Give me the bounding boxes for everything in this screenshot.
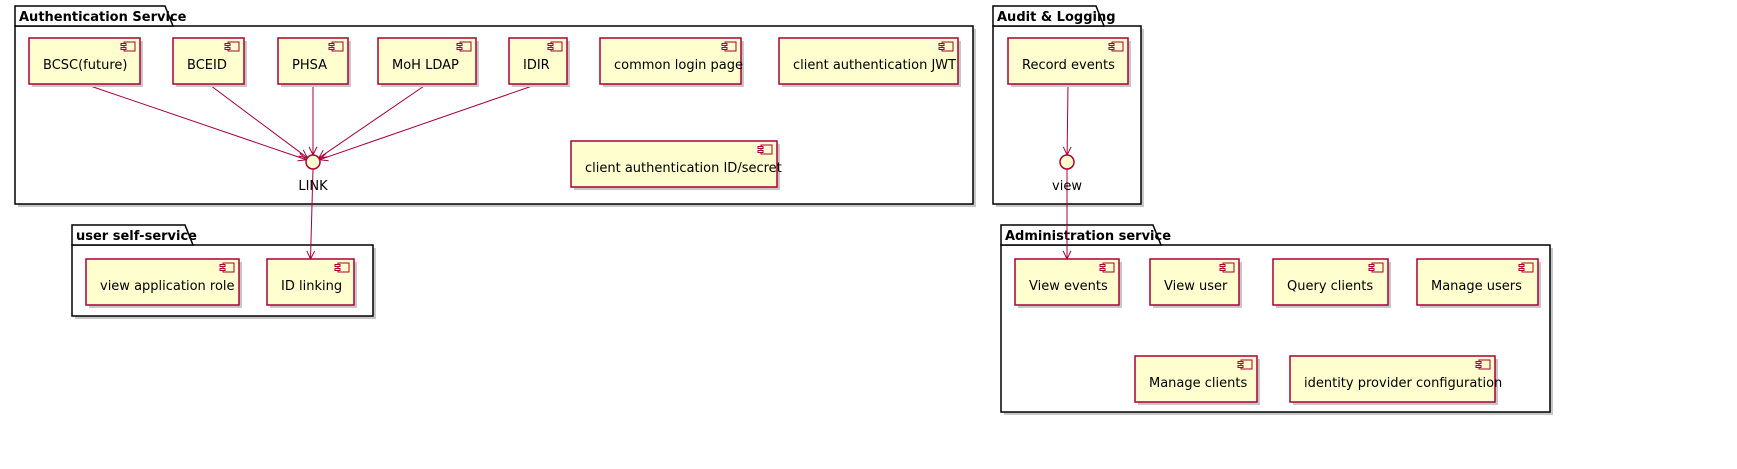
package-title: user self-service (76, 229, 197, 244)
component-phsa[interactable]: PHSA (277, 37, 351, 87)
package-audit: Audit & Logging (992, 5, 1144, 207)
component-label: client authentication ID/secret (585, 161, 782, 176)
component-icon (721, 41, 737, 52)
component-label: Query clients (1287, 279, 1373, 294)
component-label: View events (1029, 279, 1108, 294)
package-title: Administration service (1005, 229, 1171, 244)
component-icon (334, 262, 350, 273)
package-tab (992, 5, 1106, 27)
component-icon (328, 41, 344, 52)
nodes-layer: BCSC(future) BCEID PHSA MoH LDAP IDIR common … (28, 37, 1541, 405)
component-box[interactable] (1134, 355, 1258, 403)
interface-link[interactable]: LINK (298, 154, 328, 194)
component-icon (1099, 262, 1115, 273)
component-box[interactable] (599, 37, 742, 85)
component-idlinking[interactable]: ID linking (266, 258, 357, 308)
component-icon (1219, 262, 1235, 273)
component-label: IDIR (523, 58, 550, 73)
component-label: client authentication JWT (793, 58, 956, 73)
component-icon (757, 144, 773, 155)
interface-label: LINK (298, 179, 328, 194)
component-box[interactable] (1416, 258, 1539, 306)
component-bcsc[interactable]: BCSC(future) (28, 37, 143, 87)
component-icon (1108, 41, 1124, 52)
component-box[interactable] (778, 37, 959, 85)
component-icon (938, 41, 954, 52)
component-icon (224, 41, 240, 52)
component-icon (456, 41, 472, 52)
component-label: BCSC(future) (43, 58, 127, 73)
package-tab (14, 5, 175, 27)
component-mohldap[interactable]: MoH LDAP (377, 37, 479, 87)
component-icon (1518, 262, 1534, 273)
component-icon (547, 41, 563, 52)
component-icon (219, 262, 235, 273)
component-idir[interactable]: IDIR (508, 37, 570, 87)
component-box[interactable] (570, 140, 778, 188)
interface-circle[interactable] (305, 154, 321, 170)
component-label: common login page (614, 58, 743, 73)
component-box[interactable] (85, 258, 240, 306)
component-viewuser[interactable]: View user (1149, 258, 1242, 308)
component-label: View user (1164, 279, 1228, 294)
component-box[interactable] (1007, 37, 1129, 85)
component-icon (1237, 359, 1253, 370)
component-box[interactable] (1289, 355, 1496, 403)
component-label: MoH LDAP (392, 58, 459, 73)
package-title: Authentication Service (19, 10, 187, 25)
component-icon (1475, 359, 1491, 370)
component-recordevents[interactable]: Record events (1007, 37, 1131, 87)
component-viewevents[interactable]: View events (1014, 258, 1122, 308)
component-commonlogin[interactable]: common login page (599, 37, 744, 87)
component-label: BCEID (187, 58, 227, 73)
interface-circle[interactable] (1059, 154, 1075, 170)
package-auth: Authentication Service (14, 5, 976, 207)
component-manageclients[interactable]: Manage clients (1134, 355, 1260, 405)
interface-label: view (1052, 179, 1082, 194)
edge-line (84, 83, 307, 161)
edge-line (208, 83, 308, 159)
component-label: ID linking (281, 279, 342, 294)
component-label: PHSA (292, 58, 327, 73)
component-clientjwt[interactable]: client authentication JWT (778, 37, 961, 87)
component-idpconfig[interactable]: identity provider configuration (1289, 355, 1502, 405)
edge-line (319, 83, 539, 161)
component-label: Manage clients (1149, 376, 1247, 391)
package-title: Audit & Logging (997, 10, 1116, 25)
edge-line (318, 83, 428, 159)
component-label: Record events (1022, 58, 1115, 73)
component-clientsecret[interactable]: client authentication ID/secret (570, 140, 782, 190)
component-label: identity provider configuration (1304, 376, 1502, 391)
package-tab (71, 224, 195, 246)
component-bceid[interactable]: BCEID (172, 37, 247, 87)
component-icon (120, 41, 136, 52)
component-label: view application role (100, 279, 235, 294)
edge-line (1066, 83, 1069, 156)
component-manageusers[interactable]: Manage users (1416, 258, 1541, 308)
edge-line (310, 168, 314, 260)
component-queryclients[interactable]: Query clients (1272, 258, 1391, 308)
component-label: Manage users (1431, 279, 1522, 294)
component-icon (1368, 262, 1384, 273)
interface-view[interactable]: view (1052, 154, 1082, 194)
component-viewapprole[interactable]: view application role (85, 258, 242, 308)
package-tab (1000, 224, 1163, 246)
